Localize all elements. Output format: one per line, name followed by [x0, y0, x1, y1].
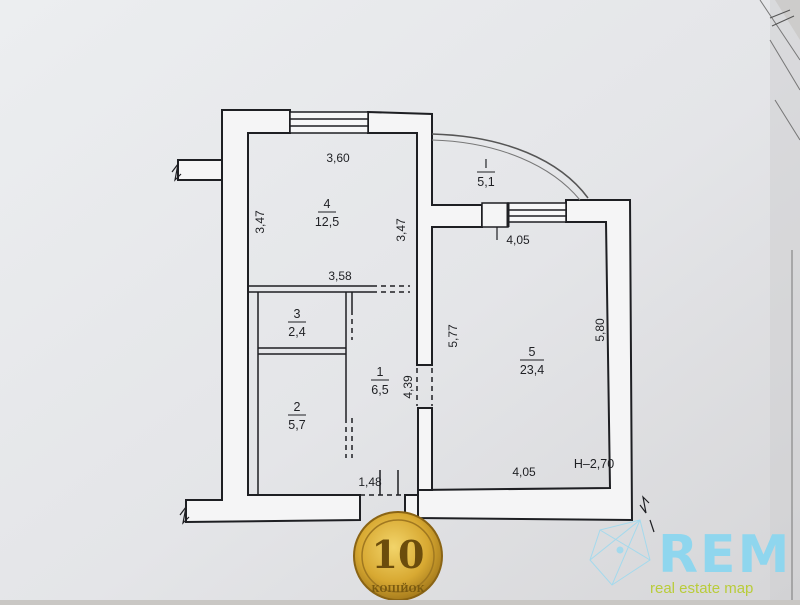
balcony-outline: [431, 133, 589, 199]
top-wall-right: [367, 110, 483, 366]
coin-unit-text: КОПІЙОК: [371, 582, 425, 595]
door-openings: [345, 285, 433, 496]
room-2-label: 2 5,7: [288, 400, 306, 432]
room-1-number: 1: [377, 365, 384, 379]
room-4-label: 4 12,5: [315, 197, 339, 229]
coin-denomination: 10: [372, 532, 425, 577]
window-top: [289, 111, 369, 134]
dim-room5-right-height: 5,80: [593, 318, 607, 342]
rem-logo-icon: [589, 519, 651, 586]
room-4-number: 4: [324, 197, 331, 211]
room-2-area: 5,7: [288, 418, 305, 432]
break-marks: [171, 163, 655, 533]
corner-stamp-marks: [769, 9, 795, 27]
room-3-number: 3: [294, 307, 301, 321]
dim-room5-bottom-width: 4,05: [512, 465, 536, 479]
dim-room5-top-width: 4,05: [506, 233, 530, 247]
frame-lines: [759, 0, 800, 600]
coin: 10 КОПІЙОК: [353, 511, 443, 601]
room-5-label: 5 23,4: [520, 345, 544, 377]
room-4-area: 12,5: [315, 215, 339, 229]
dim-hall-height: 4,39: [401, 375, 415, 399]
walls: [177, 109, 634, 524]
dim-partition-width: 3,58: [328, 269, 352, 283]
dim-room4-right-height: 3,47: [394, 218, 408, 242]
balcony-outline-inner: [431, 139, 581, 201]
room-1-area: 6,5: [371, 383, 388, 397]
rem-subtitle: real estate map: [650, 580, 753, 597]
window-room5: [481, 202, 567, 228]
dim-room5-left-height: 5,77: [446, 324, 460, 348]
hall-right-lower-wall: [417, 407, 433, 491]
rem-watermark: REM real estate map: [589, 519, 791, 597]
balcony-label: I 5,1: [477, 157, 495, 189]
room-3-label: 3 2,4: [288, 307, 306, 339]
balcony-area: 5,1: [477, 175, 494, 189]
balcony-number: I: [484, 157, 487, 171]
dim-room4-width: 3,60: [326, 151, 350, 165]
rem-title: REM: [658, 525, 791, 585]
partitions: [247, 285, 418, 495]
dim-room4-left-height: 3,47: [253, 210, 267, 234]
room-5-number: 5: [529, 345, 536, 359]
left-stub-wall: [177, 159, 223, 181]
room-3-area: 2,4: [288, 325, 305, 339]
entrance-door: [379, 470, 399, 495]
room-5-area: 23,4: [520, 363, 544, 377]
right-shadow-edge: [770, 0, 800, 600]
ceiling-height: H–2,70: [574, 457, 614, 471]
dim-entrance-width: 1,48: [358, 475, 382, 489]
room-2-number: 2: [294, 400, 301, 414]
room-1-label: 1 6,5: [371, 365, 389, 397]
